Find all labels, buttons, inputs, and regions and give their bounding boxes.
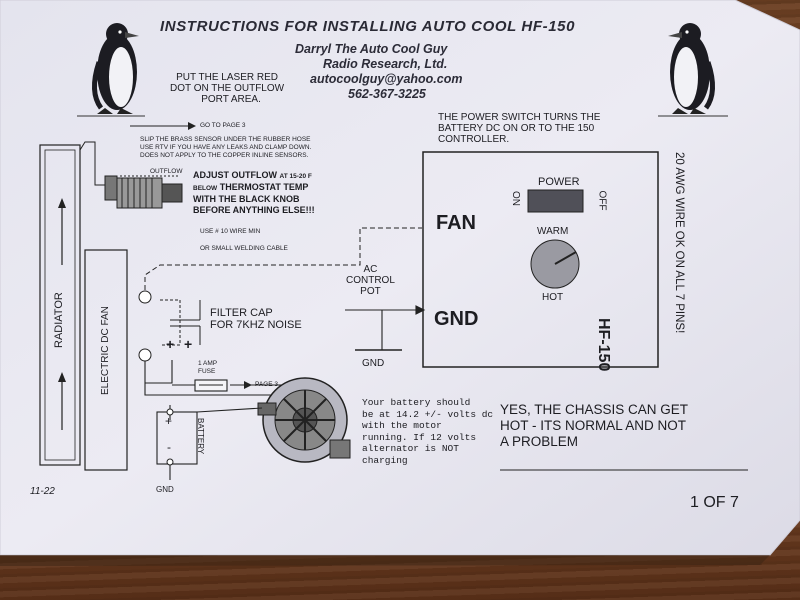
laser-note-line: PUT THE LASER RED xyxy=(176,72,278,83)
on-label: ON xyxy=(510,191,521,206)
filter-cap-line: FILTER CAP xyxy=(210,307,273,319)
outflow-sensor xyxy=(104,175,183,209)
battery-plus: + xyxy=(165,414,173,428)
model-label: HF-150 xyxy=(595,318,612,372)
adjust-line: BEFORE ANYTHING ELSE!!! xyxy=(193,205,315,215)
contact-name: Darryl The Auto Cool Guy xyxy=(295,42,448,56)
contact-email: autocoolguy@yahoo.com xyxy=(310,72,463,86)
adjust-line: THERMOSTAT TEMP xyxy=(219,182,309,192)
radiator-label: RADIATOR xyxy=(53,292,65,348)
alternator-icon xyxy=(257,377,351,463)
ac-pot-line: POT xyxy=(360,286,381,297)
voltage-note-line: charging xyxy=(362,454,408,466)
filter-cap-note: FILTER CAP FOR 7KHZ NOISE xyxy=(210,307,302,331)
laser-note-line: DOT ON THE OUTFLOW xyxy=(170,83,285,94)
battery-gnd-label: GND xyxy=(156,485,174,494)
voltage-note-line: alternator is NOT xyxy=(362,443,459,454)
off-label: OFF xyxy=(596,190,608,211)
sensor-note-line: DOES NOT APPLY TO THE COPPER INLINE SENS… xyxy=(140,152,309,159)
adjust-line: ADJUST OUTFLOW xyxy=(193,170,277,180)
penguin-right-icon xyxy=(658,23,728,117)
power-note-line: BATTERY DC ON OR TO THE 150 xyxy=(438,123,595,134)
voltage-note-line: running. If 12 volts xyxy=(362,431,477,443)
chassis-note-line: HOT - ITS NORMAL AND NOT xyxy=(500,418,687,433)
chassis-note: YES, THE CHASSIS CAN GET HOT - ITS NORMA… xyxy=(500,402,688,450)
warm-label: WARM xyxy=(537,226,569,237)
adjust-line: WITH THE BLACK KNOB xyxy=(193,194,300,204)
ac-pot-note: AC CONTROL POT xyxy=(346,264,395,297)
paper-sheet xyxy=(0,0,800,556)
laser-note: PUT THE LASER RED DOT ON THE OUTFLOW POR… xyxy=(170,72,284,105)
side-wire-note: 20 AWG WIRE OK ON ALL 7 PINS! xyxy=(673,152,685,334)
chassis-note-line: YES, THE CHASSIS CAN GET xyxy=(500,402,689,417)
chassis-note-line: A PROBLEM xyxy=(500,434,579,449)
contact-phone: 562-367-3225 xyxy=(348,87,426,101)
footer-page-number: 1 OF 7 xyxy=(690,494,739,511)
goto-page-note: GO TO PAGE 3 xyxy=(200,122,246,129)
cap-plus-1: + xyxy=(166,336,175,352)
battery-minus: - xyxy=(167,440,171,454)
fan-wire xyxy=(138,227,422,362)
fuse-line: 1 AMP xyxy=(198,360,218,367)
sensor-note: SLIP THE BRASS SENSOR UNDER THE RUBBER H… xyxy=(140,136,311,160)
paper-shadow xyxy=(0,555,770,566)
outflow-label: OUTFLOW xyxy=(150,168,183,175)
battery-label: BATTERY xyxy=(196,418,205,455)
filter-cap xyxy=(160,299,201,346)
laser-note-line: PORT AREA. xyxy=(201,94,261,105)
adjust-line: AT 15-20 F xyxy=(279,173,312,180)
footer-date: 11-22 xyxy=(30,486,55,497)
electric-dc-fan xyxy=(84,249,128,471)
battery xyxy=(156,408,198,466)
battery-voltage-note: Your battery should be at 14.2 +/- volts… xyxy=(362,397,493,466)
page3-note: PAGE 3 xyxy=(255,381,279,388)
hot-label: HOT xyxy=(542,292,564,303)
adjust-outflow-note: ADJUST OUTFLOW AT 15-20 F BELOW THERMOST… xyxy=(193,170,315,216)
fuse-line: FUSE xyxy=(198,368,216,375)
page-title: INSTRUCTIONS FOR INSTALLING AUTO COOL HF… xyxy=(160,18,576,35)
page3-arrow xyxy=(244,381,252,389)
power-label: POWER xyxy=(538,176,580,188)
controller-box xyxy=(422,151,659,368)
voltage-note-line: be at 14.2 +/- volts dc xyxy=(362,408,494,420)
voltage-note-line: Your battery should xyxy=(362,397,471,408)
ac-pot-line: AC xyxy=(363,264,378,275)
power-note-line: THE POWER SWITCH TURNS THE xyxy=(438,112,601,123)
goto-page-arrow xyxy=(130,122,196,130)
penguin-left-icon xyxy=(77,23,145,117)
voltage-note-line: with the motor xyxy=(362,420,442,431)
wire-note-1: USE # 10 WIRE MIN xyxy=(200,228,261,235)
sensor-note-line: SLIP THE BRASS SENSOR UNDER THE RUBBER H… xyxy=(140,136,311,143)
electric-fan-label: ELECTRIC DC FAN xyxy=(100,306,111,395)
power-note-line: CONTROLLER. xyxy=(438,134,510,145)
gnd-small-label: GND xyxy=(362,358,385,369)
contact-company: Radio Research, Ltd. xyxy=(323,57,448,71)
fuse-note: 1 AMP FUSE xyxy=(198,360,217,376)
fan-terminal-label: FAN xyxy=(436,212,476,234)
gnd-terminal-label: GND xyxy=(434,308,479,330)
ac-pot-line: CONTROL xyxy=(346,275,395,286)
gnd-wire xyxy=(345,305,426,351)
filter-cap-line: FOR 7KHZ NOISE xyxy=(210,319,302,331)
power-switch-note: THE POWER SWITCH TURNS THE BATTERY DC ON… xyxy=(438,112,600,145)
adjust-line: BELOW xyxy=(193,185,218,192)
sensor-note-line: USE RTV IF YOU HAVE ANY LEAKS AND CLAMP … xyxy=(140,144,312,151)
cap-plus-2: + xyxy=(184,336,193,352)
radiator xyxy=(39,141,110,466)
wire-note-2: OR SMALL WELDING CABLE xyxy=(200,245,288,252)
